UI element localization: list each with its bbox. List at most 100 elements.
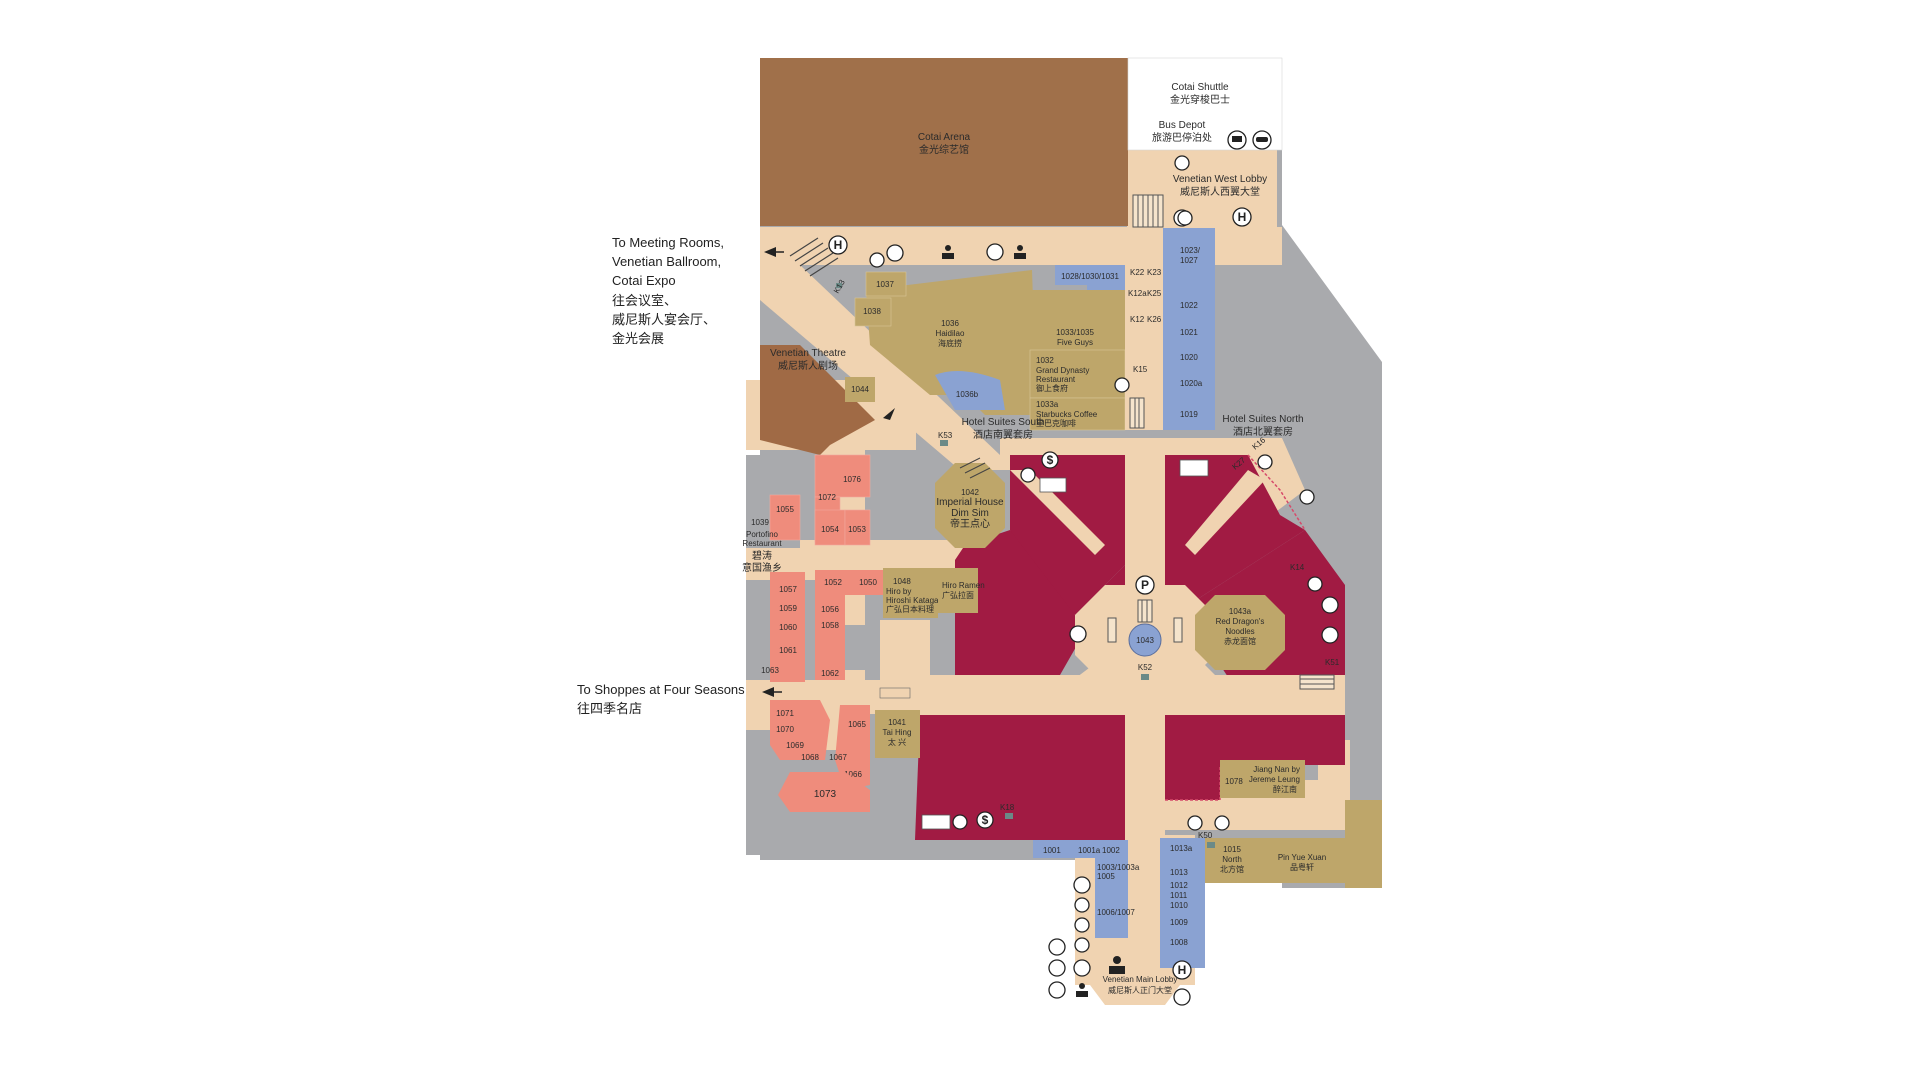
info-desk-icon[interactable] bbox=[1017, 245, 1023, 251]
atm-icon[interactable] bbox=[1074, 897, 1090, 913]
direction-meeting-rooms[interactable]: To Meeting Rooms, Venetian Ballroom, Cot… bbox=[612, 235, 784, 346]
unit-1065: 1065 bbox=[848, 720, 866, 729]
unit-1022: 1022 bbox=[1180, 301, 1198, 310]
telephone-icon[interactable] bbox=[1074, 937, 1090, 953]
hotel-west-symbol: H bbox=[1238, 210, 1247, 224]
atm-icon[interactable] bbox=[1299, 489, 1315, 505]
unit-1010: 1010 bbox=[1170, 901, 1188, 910]
imperial-name: Imperial House bbox=[936, 497, 1004, 508]
unit-1009: 1009 bbox=[1170, 918, 1188, 927]
meeting-rooms-line2: Venetian Ballroom, bbox=[612, 254, 721, 269]
taxi-icon[interactable] bbox=[1048, 959, 1066, 977]
hiro-ramen-name-cn: 广弘拉面 bbox=[942, 590, 974, 600]
direction-four-seasons[interactable]: To Shoppes at Four Seasons 往四季名店 bbox=[577, 682, 782, 716]
atm-icon[interactable] bbox=[1174, 155, 1190, 171]
hotel-main-icon[interactable] bbox=[1172, 960, 1192, 980]
unit-1043: 1043 bbox=[1136, 636, 1154, 645]
atm-icon[interactable] bbox=[1187, 815, 1203, 831]
suites-north-label-cn: 酒店北翼套房 bbox=[1233, 425, 1293, 438]
imperial-house: 1042 Imperial House Dim Sim 帝王点心 bbox=[935, 457, 1005, 548]
unit-1019: 1019 bbox=[1180, 410, 1198, 419]
fiveguys-unit: 1033/1035 bbox=[1056, 328, 1094, 337]
west-lobby-zone: Venetian West Lobby 威尼斯人西翼大堂 H bbox=[1132, 155, 1267, 228]
hotel-suites-south: Hotel Suites South 酒店南翼套房 K53 bbox=[938, 417, 1044, 446]
bus-depot-label-cn: 旅游巴停泊处 bbox=[1152, 131, 1212, 144]
atm-icon[interactable] bbox=[1020, 467, 1036, 483]
unit-1021: 1021 bbox=[1180, 328, 1198, 337]
restroom-icon[interactable] bbox=[952, 814, 968, 830]
exchange-symbol: $ bbox=[1047, 453, 1054, 467]
unit-1013a: 1013a bbox=[1170, 844, 1193, 853]
meeting-rooms-cn1: 往会议室、 bbox=[612, 293, 677, 308]
portofino-name: Portofino bbox=[746, 530, 779, 539]
atm-icon[interactable] bbox=[1074, 917, 1090, 933]
atm-icon[interactable] bbox=[1069, 625, 1087, 643]
hiro-unit: 1048 bbox=[893, 577, 911, 586]
shuttle-bus-icon[interactable] bbox=[1048, 938, 1066, 956]
hiro-name2: Hiroshi Kataga bbox=[886, 596, 939, 605]
unit-1076: 1076 bbox=[843, 475, 861, 484]
unit-1055: 1055 bbox=[776, 505, 794, 514]
unit-1073: 1073 bbox=[814, 789, 837, 800]
unit-1052: 1052 bbox=[824, 578, 842, 587]
info-desk-icon[interactable] bbox=[1113, 956, 1121, 964]
grand-dynasty-name: Grand Dynasty bbox=[1036, 366, 1089, 375]
unit-1027: 1027 bbox=[1180, 256, 1198, 265]
unit-1020a: 1020a bbox=[1180, 379, 1203, 388]
unit-1038: 1038 bbox=[863, 307, 881, 316]
concierge-icon[interactable] bbox=[1079, 983, 1085, 989]
unit-1005: 1005 bbox=[1097, 872, 1115, 881]
atm-icon[interactable] bbox=[1307, 576, 1323, 592]
unit-1059: 1059 bbox=[779, 604, 797, 613]
hotel-west-icon[interactable] bbox=[1232, 207, 1252, 227]
parking-icon[interactable] bbox=[1135, 575, 1155, 595]
grand-dynasty-unit: 1032 bbox=[1036, 356, 1054, 365]
suites-south-label-cn: 酒店南翼套房 bbox=[973, 428, 1033, 441]
restroom-icon[interactable] bbox=[1321, 626, 1339, 644]
restroom-icon[interactable] bbox=[1173, 988, 1191, 1006]
reddragon-name-cn: 赤龙面馆 bbox=[1224, 636, 1256, 646]
hotel-main-symbol: H bbox=[1178, 963, 1187, 977]
exchange-symbol: $ bbox=[982, 813, 989, 827]
unit-1003: 1003/1003a bbox=[1097, 863, 1140, 872]
meeting-rooms-cn2: 威尼斯人宴会厅、 bbox=[612, 312, 716, 327]
portofino-unit: 1039 bbox=[751, 518, 769, 527]
unit-1063: 1063 bbox=[761, 666, 779, 675]
restroom-icon[interactable] bbox=[986, 243, 1004, 261]
unit-1058: 1058 bbox=[821, 621, 839, 630]
jiangnan-name-cn: 醉江南 bbox=[1273, 784, 1297, 794]
concierge-icon[interactable] bbox=[945, 245, 951, 251]
hotel-theatre-icon[interactable] bbox=[828, 235, 848, 255]
reddragon-name: Red Dragon's bbox=[1216, 617, 1265, 626]
atm-icon[interactable] bbox=[1114, 377, 1130, 393]
cotai-shuttle-label: Cotai Shuttle bbox=[1171, 82, 1229, 93]
unit-1008: 1008 bbox=[1170, 938, 1188, 947]
four-seasons-label-cn: 往四季名店 bbox=[577, 701, 642, 716]
portofino-name-cn1: 碧涛 bbox=[752, 549, 772, 562]
cotai-arena-zone: Cotai Arena 金光综艺馆 bbox=[760, 58, 1128, 226]
escalator-icon[interactable] bbox=[1073, 876, 1091, 894]
airport-icon[interactable] bbox=[1048, 981, 1066, 999]
exchange-icon[interactable] bbox=[1041, 451, 1059, 469]
unit-1001a: 1001a bbox=[1078, 846, 1101, 855]
unit-1069: 1069 bbox=[786, 741, 804, 750]
jiangnan-name2: Jereme Leung bbox=[1249, 775, 1300, 784]
unit-1011: 1011 bbox=[1170, 891, 1188, 900]
unit-1020: 1020 bbox=[1180, 353, 1198, 362]
atm-icon[interactable] bbox=[869, 252, 885, 268]
meeting-rooms-line3: Cotai Expo bbox=[612, 273, 676, 288]
telephone-icon[interactable] bbox=[1321, 596, 1339, 614]
main-lobby-label: Venetian Main Lobby bbox=[1103, 975, 1178, 984]
unit-1070: 1070 bbox=[776, 725, 794, 734]
restroom-icon[interactable] bbox=[1073, 959, 1091, 977]
main-lobby-label-cn: 威尼斯人正门大堂 bbox=[1108, 985, 1172, 995]
taihing-name: Tai Hing bbox=[883, 728, 912, 737]
restroom-icon[interactable] bbox=[1214, 815, 1230, 831]
atm-icon[interactable] bbox=[1177, 210, 1193, 226]
telephone-icon[interactable] bbox=[886, 244, 904, 262]
atm-icon[interactable] bbox=[1257, 454, 1273, 470]
hotel-theatre-symbol: H bbox=[834, 238, 843, 252]
kiosk-k18: K18 bbox=[1000, 803, 1015, 812]
exchange-icon[interactable] bbox=[976, 811, 994, 829]
